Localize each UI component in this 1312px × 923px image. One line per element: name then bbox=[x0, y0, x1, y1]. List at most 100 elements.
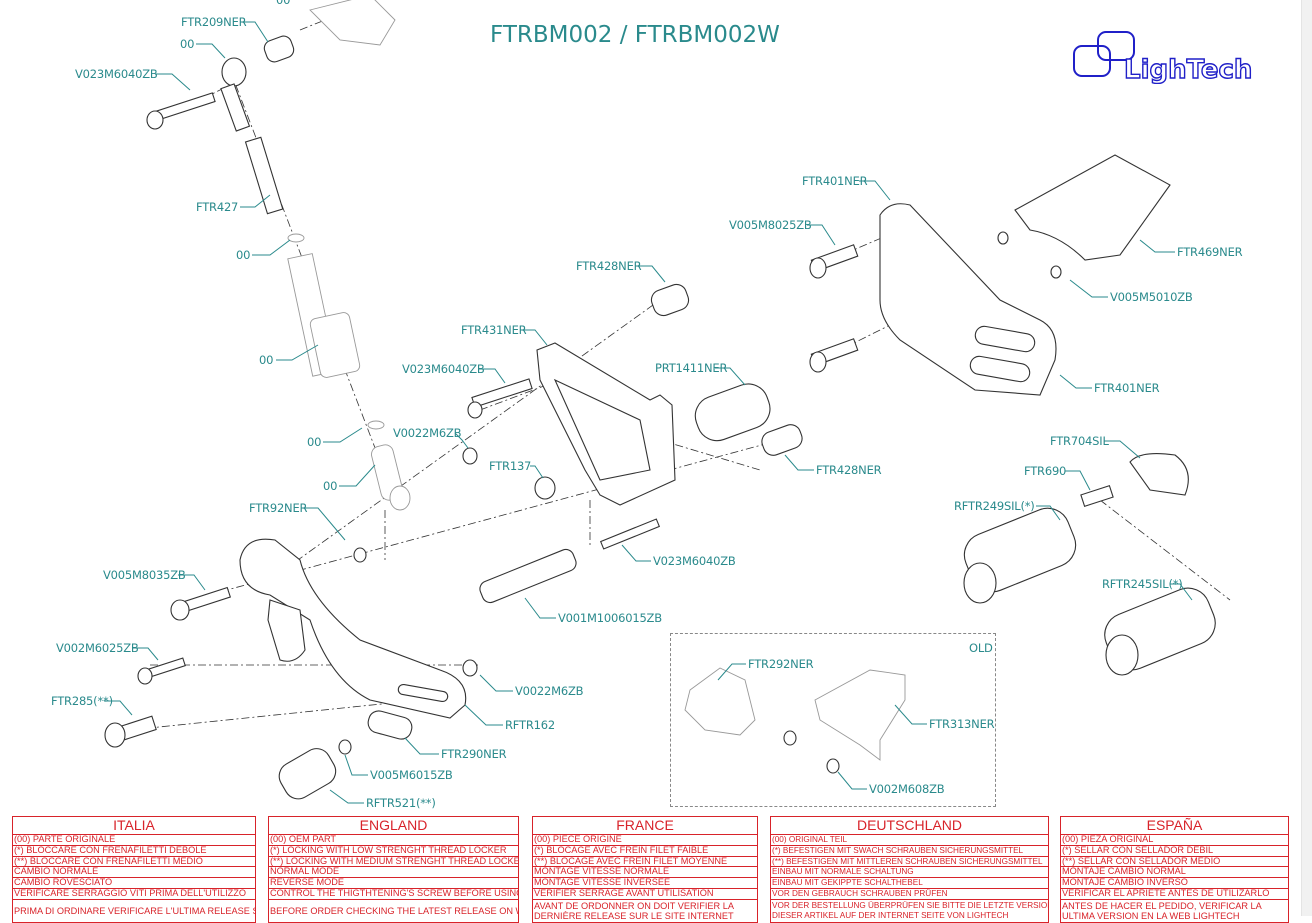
legend-note: PRIMA DI ORDINARE VERIFICARE L'ULTIMA RE… bbox=[14, 905, 255, 916]
label-v0022m6zb: V0022M6ZB bbox=[393, 426, 462, 440]
legend-row: (*) LOCKING WITH LOW STRENGHT THREAD LOC… bbox=[269, 846, 518, 857]
label-oem-part: 00 bbox=[323, 479, 338, 493]
label-ftr290ner: FTR290NER bbox=[441, 747, 507, 761]
label-ftr292ner: FTR292NER bbox=[748, 657, 814, 671]
label-oem-part: 00 bbox=[307, 435, 322, 449]
old-parts-box bbox=[670, 633, 996, 807]
label-v005m8035zb: V005M8035ZB bbox=[103, 568, 186, 582]
legend-row: (*) BLOCCARE CON FRENAFILETTI DEBOLE bbox=[13, 846, 255, 857]
label-oem-part: 00 bbox=[236, 248, 251, 262]
screws-left bbox=[104, 92, 478, 748]
label-v005m6015zb: V005M6015ZB bbox=[370, 768, 453, 782]
legend-row: VOR DEN GEBRAUCH SCHRAUBEN PRÜFEN bbox=[771, 889, 1048, 900]
drawing-title: FTRBM002 / FTRBM002W bbox=[490, 22, 780, 48]
legend-espana: ESPAÑA (00) PIEZA ORIGINAL (*) SELLAR CO… bbox=[1060, 816, 1289, 923]
legend-row: (00) PIEZA ORIGINAL bbox=[1061, 835, 1288, 846]
label-ftr92ner: FTR92NER bbox=[249, 501, 308, 515]
label-ftr428ner: FTR428NER bbox=[576, 259, 642, 273]
label-v002m6025zb: V002M6025ZB bbox=[56, 641, 139, 655]
label-ftr285: FTR285(**) bbox=[51, 694, 113, 708]
vertical-scrollbar[interactable] bbox=[1301, 0, 1312, 916]
legend-note: ANTES DE HACER EL PEDIDO, VERIFICAR LA bbox=[1062, 900, 1262, 911]
linkage-rod-assembly bbox=[220, 0, 411, 511]
label-ftr137: FTR137 bbox=[489, 459, 532, 473]
label-ftr469ner: FTR469NER bbox=[1177, 245, 1243, 259]
lightech-logo: LighTech bbox=[1073, 31, 1253, 84]
legend-row: (**) BLOCCARE CON FRENAFILETTI MEDIO bbox=[13, 857, 255, 868]
legend-note: DIESER ARTIKEL AUF DER INTERNET SEITE VO… bbox=[772, 910, 1009, 920]
legend-england: ENGLAND (00) OEM PART (*) LOCKING WITH L… bbox=[268, 816, 519, 923]
label-ftr704sil: FTR704SIL bbox=[1050, 434, 1109, 448]
legend-row: MONTAGE VITESSE NORMALE bbox=[533, 867, 757, 879]
label-ftr313ner: FTR313NER bbox=[929, 717, 995, 731]
label-v023m6040zb: V023M6040ZB bbox=[75, 67, 158, 81]
legend-row: CAMBIO NORMALE bbox=[13, 867, 255, 879]
legend-france: FRANCE (00) PIECE ORIGINE (*) BLOCAGE AV… bbox=[532, 816, 758, 923]
label-ftr209ner: FTR209NER bbox=[181, 15, 247, 29]
label-ftr401ner: FTR401NER bbox=[802, 174, 868, 188]
leader-lines bbox=[104, 21, 1193, 804]
label-rftr249sil: RFTR249SIL(*) bbox=[954, 499, 1035, 513]
bracket-ftr431ner bbox=[467, 283, 803, 604]
footpegs bbox=[963, 453, 1216, 676]
label-old: OLD bbox=[969, 641, 993, 655]
legend-header: FRANCE bbox=[533, 817, 757, 835]
legend-note: BEFORE ORDER CHECKING THE LATEST RELEASE… bbox=[270, 905, 518, 916]
shift-lever-rftr162 bbox=[239, 538, 467, 800]
label-prt1411ner: PRT1411NER bbox=[655, 361, 728, 375]
legend-note: AVANT DE ORDONNER ON DOIT VERIFIER LA bbox=[534, 900, 734, 911]
legend-row: VERIFIER SERRAGE AVANT UTILISATION bbox=[533, 889, 757, 900]
label-ftr401ner: FTR401NER bbox=[1094, 381, 1160, 395]
legend-row: NORMAL MODE bbox=[269, 867, 518, 879]
label-rftr245sil: RFTR245SIL(*) bbox=[1102, 577, 1183, 591]
legend-header: ITALIA bbox=[13, 817, 255, 835]
legend-note: VOR DER BESTELLUNG ÜBERPRÜFEN SIE BITTE … bbox=[772, 900, 1048, 910]
legend-header: ESPAÑA bbox=[1061, 817, 1288, 835]
label-v023m6040zb: V023M6040ZB bbox=[402, 362, 485, 376]
legend-row: CONTROL THE THIGTHTENING'S SCREW BEFORE … bbox=[269, 888, 518, 900]
label-oem-part: 00 bbox=[259, 353, 274, 367]
legend-row: (*) BEFESTIGEN MIT SWACH SCHRAUBEN SICHE… bbox=[771, 846, 1048, 857]
label-v0022m6zb: V0022M6ZB bbox=[515, 684, 584, 698]
legend-row: (00) OEM PART bbox=[269, 835, 518, 846]
legend-row: MONTAJE CAMBIO INVERSO bbox=[1061, 878, 1288, 889]
legend-row: (00) PIECE ORIGINE bbox=[533, 835, 757, 846]
legend-row: REVERSE MODE bbox=[269, 878, 518, 889]
legend-row: (00) PARTE ORIGINALE bbox=[13, 835, 255, 846]
legend-deutschland: DEUTSCHLAND (00) ORIGINAL TEIL (*) BEFES… bbox=[770, 816, 1049, 923]
legend-header: DEUTSCHLAND bbox=[771, 817, 1048, 835]
label-v001m1006015zb: V001M1006015ZB bbox=[558, 611, 662, 625]
bracket-ftr401ner bbox=[809, 154, 1171, 396]
legend-header: ENGLAND bbox=[269, 817, 518, 835]
label-rftr521: RFTR521(**) bbox=[366, 796, 436, 810]
legend-row: VERIFICAR EL APRIETE ANTES DE UTILIZARLO bbox=[1061, 889, 1288, 900]
label-ftr431ner: FTR431NER bbox=[461, 323, 527, 337]
label-v002m608zb: V002M608ZB bbox=[869, 782, 945, 796]
label-rftr162: RFTR162 bbox=[505, 718, 555, 732]
legend-row: (**) SELLAR CON SELLADOR MEDIO bbox=[1061, 857, 1288, 868]
legend-row: EINBAU MIT NORMALE SCHALTUNG bbox=[771, 867, 1048, 879]
label-v023m6040zb: V023M6040ZB bbox=[653, 554, 736, 568]
label-ftr690: FTR690 bbox=[1024, 464, 1067, 478]
legend-row: (*) SELLAR CON SELLADOR DEBIL bbox=[1061, 846, 1288, 857]
legend-row: (**) BEFESTIGEN MIT MITTLEREN SCHRAUBEN … bbox=[771, 857, 1048, 868]
logo-text: LighTech bbox=[1124, 55, 1252, 84]
legend-row: MONTAJE CAMBIO NORMAL bbox=[1061, 867, 1288, 879]
legend-italia: ITALIA (00) PARTE ORIGINALE (*) BLOCCARE… bbox=[12, 816, 256, 923]
legend-row: EINBAU MIT GEKIPPTE SCHALTHEBEL bbox=[771, 878, 1048, 889]
legend-row: (**) LOCKING WITH MEDIUM STRENGHT THREAD… bbox=[269, 856, 518, 868]
label-v005m8025zb: V005M8025ZB bbox=[729, 218, 812, 232]
legend-row: (**) BLOCAGE AVEC FREIN FILET MOYENNE bbox=[533, 857, 757, 868]
legend-row: (*) BLOCAGE AVEC FREIN FILET FAIBLE bbox=[533, 846, 757, 857]
label-ftr428ner: FTR428NER bbox=[816, 463, 882, 477]
label-oem-part: 00 bbox=[180, 37, 195, 51]
label-v005m5010zb: V005M5010ZB bbox=[1110, 290, 1193, 304]
legend-row: VERIFICARE SERRAGGIO VITI PRIMA DELL'UTI… bbox=[13, 889, 255, 900]
old-parts bbox=[684, 667, 906, 774]
legend-row: MONTAGE VITESSE INVERSEE bbox=[533, 878, 757, 889]
label-ftr427: FTR427 bbox=[196, 200, 239, 214]
label-oem-part: 00 bbox=[276, 0, 291, 7]
legend-row: (00) ORIGINAL TEIL bbox=[771, 835, 1048, 846]
legend-row: CAMBIO ROVESCIATO bbox=[13, 878, 255, 889]
